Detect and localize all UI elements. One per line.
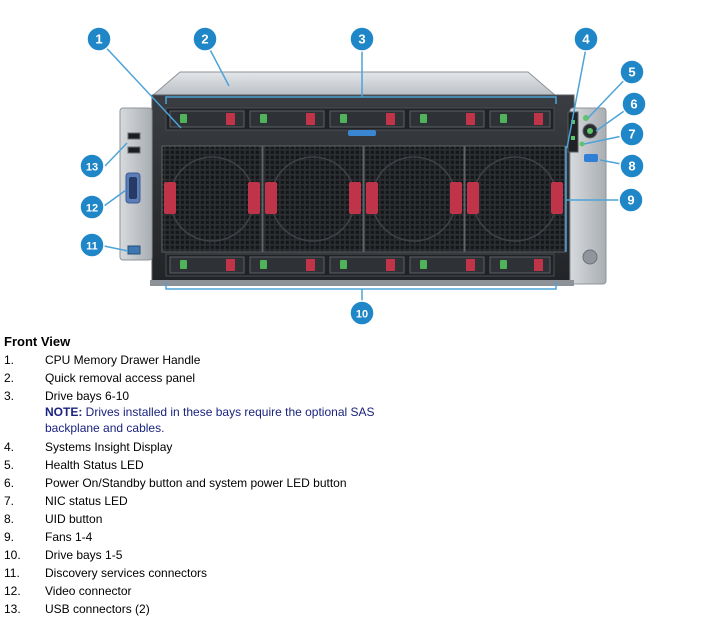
callout-number: 1	[95, 32, 102, 47]
legend-item: 9. Fans 1-4	[4, 528, 724, 546]
legend-note-text: Drives installed in these bays require t…	[45, 405, 375, 435]
leader-lines	[98, 39, 635, 302]
callout-badge	[86, 26, 112, 52]
callout-10: 10	[349, 300, 375, 326]
legend-item: 11. Discovery services connectors	[4, 564, 724, 582]
systems-insight-display	[567, 111, 579, 153]
callout-5: 5	[619, 59, 645, 85]
callout-badge	[349, 300, 375, 326]
power-button	[582, 123, 598, 139]
callout-number: 7	[628, 127, 635, 142]
callout-number: 3	[358, 32, 365, 47]
callout-badge	[621, 91, 647, 117]
callout-badge	[192, 26, 218, 52]
legend-item-text: Quick removal access panel	[45, 371, 196, 385]
legend-item: 13. USB connectors (2)	[4, 600, 724, 618]
callout-number: 8	[628, 159, 635, 174]
legend-item-number: 1.	[4, 353, 15, 367]
callout-1: 1	[86, 26, 112, 52]
callout-number: 9	[627, 193, 634, 208]
callout-number: 5	[628, 65, 635, 80]
legend-item-text: Health Status LED	[45, 458, 144, 472]
legend-item-text: NIC status LED	[45, 494, 128, 508]
callout-badge	[619, 59, 645, 85]
hp-logo	[582, 249, 598, 265]
legend-item-number: 8.	[4, 512, 15, 526]
legend-item-number: 12.	[4, 584, 21, 598]
callout-3: 3	[349, 26, 375, 52]
callout-number: 10	[356, 309, 368, 321]
callout-7: 7	[619, 121, 645, 147]
legend-list: 1. CPU Memory Drawer Handle 2. Quick remova…	[4, 351, 724, 618]
callout-13: 13	[79, 153, 105, 179]
callout-number: 6	[630, 97, 637, 112]
legend-item-text: Discovery services connectors	[45, 566, 208, 580]
legend-item-number: 9.	[4, 530, 15, 544]
legend-item-number: 6.	[4, 476, 15, 490]
legend-item-text: USB connectors (2)	[45, 602, 150, 616]
callout-8: 8	[619, 153, 645, 179]
front-view-legend: Front View 1. CPU Memory Drawer Handle 2. Q…	[4, 333, 724, 618]
legend-item-number: 11.	[4, 566, 20, 580]
legend-item-text: Drive bays 6-10	[45, 389, 130, 403]
legend-item-number: 3.	[4, 389, 15, 403]
legend-item: 4. Systems Insight Display	[4, 438, 724, 456]
nic-status-led	[579, 141, 585, 147]
callout-2: 2	[192, 26, 218, 52]
uid-button	[584, 154, 598, 162]
callout-9: 9	[618, 187, 644, 213]
callout-number: 2	[201, 32, 208, 47]
callout-badge	[79, 232, 105, 258]
callout-4: 4	[573, 26, 599, 52]
legend-item-text: Drive bays 1-5	[45, 548, 123, 562]
fans-1-4	[161, 145, 566, 253]
legend-item-text: Power On/Standby button and system power…	[45, 476, 347, 490]
callout-badge	[573, 26, 599, 52]
usb-connectors	[127, 132, 141, 154]
callout-11: 11	[79, 232, 105, 258]
callout-number: 13	[86, 162, 98, 174]
legend-title: Front View	[4, 334, 71, 349]
callout-6: 6	[621, 91, 647, 117]
callout-badge	[619, 121, 645, 147]
video-connector	[125, 172, 141, 204]
callout-12: 12	[79, 194, 105, 220]
drive-bays-6-10	[165, 107, 555, 131]
callout-badge	[619, 153, 645, 179]
health-status-led	[583, 115, 589, 121]
legend-item-number: 2.	[4, 371, 15, 385]
legend-item: 8. UID button	[4, 510, 724, 528]
legend-item: 6. Power On/Standby button and system pow…	[4, 474, 724, 492]
callout-number: 12	[86, 203, 98, 215]
legend-item-number: 13.	[4, 602, 21, 616]
callout-number: 4	[582, 32, 590, 47]
legend-item: 5. Health Status LED	[4, 456, 724, 474]
callout-badge	[618, 187, 644, 213]
drawer-release-tab	[348, 130, 376, 136]
legend-item-number: 7.	[4, 494, 15, 508]
callout-badge	[349, 26, 375, 52]
callout-number: 11	[86, 241, 98, 253]
legend-item-number: 4.	[4, 440, 15, 454]
drive-bays-1-5	[165, 253, 555, 277]
legend-item: 12. Video connector	[4, 582, 724, 600]
callout-badge	[79, 194, 105, 220]
legend-item-text: Systems Insight Display	[45, 440, 173, 454]
legend-item: 2. Quick removal access panel	[4, 369, 724, 387]
legend-item-number: 5.	[4, 458, 15, 472]
legend-item-text: Video connector	[45, 584, 132, 598]
legend-item-text: Fans 1-4	[45, 530, 93, 544]
legend-item-number: 10.	[4, 548, 21, 562]
legend-note: NOTE: Drives installed in these bays req…	[45, 404, 390, 436]
legend-item-text: UID button	[45, 512, 103, 526]
legend-item: 7. NIC status LED	[4, 492, 724, 510]
callout-badge	[79, 153, 105, 179]
legend-note-label: NOTE:	[45, 405, 83, 419]
legend-item: 1. CPU Memory Drawer Handle	[4, 351, 724, 369]
discovery-services-connector	[127, 245, 141, 255]
legend-item: 10. Drive bays 1-5	[4, 546, 724, 564]
legend-item-text: CPU Memory Drawer Handle	[45, 353, 201, 367]
